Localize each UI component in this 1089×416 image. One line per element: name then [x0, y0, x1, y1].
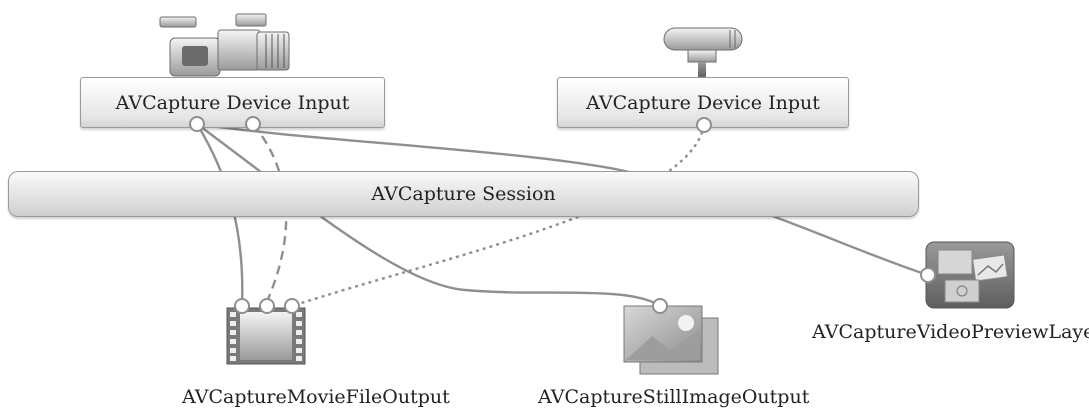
movie-file-output-label: AVCaptureMovieFileOutput — [182, 386, 450, 408]
still-image-output-label: AVCaptureStillImageOutput — [538, 386, 810, 408]
photo-stack-icon — [623, 305, 719, 375]
mic-device-input-label: AVCapture Device Input — [586, 91, 820, 114]
connection-mic-to-movie-dotted — [291, 124, 706, 308]
camera-device-input-box: AVCapture Device Input — [80, 77, 385, 128]
video-camera-icon — [159, 13, 290, 77]
film-strip-icon — [226, 307, 306, 365]
mic-device-input-box: AVCapture Device Input — [557, 77, 849, 128]
connection-camera-to-preview — [196, 122, 929, 277]
camera-device-input-label: AVCapture Device Input — [115, 91, 350, 114]
capture-session-bar: AVCapture Session — [8, 171, 919, 217]
microphone-icon — [663, 27, 743, 78]
video-preview-layer-label: AVCaptureVideoPreviewLayer — [812, 321, 1089, 343]
capture-session-label: AVCapture Session — [371, 183, 556, 205]
preview-layer-icon — [925, 241, 1015, 309]
